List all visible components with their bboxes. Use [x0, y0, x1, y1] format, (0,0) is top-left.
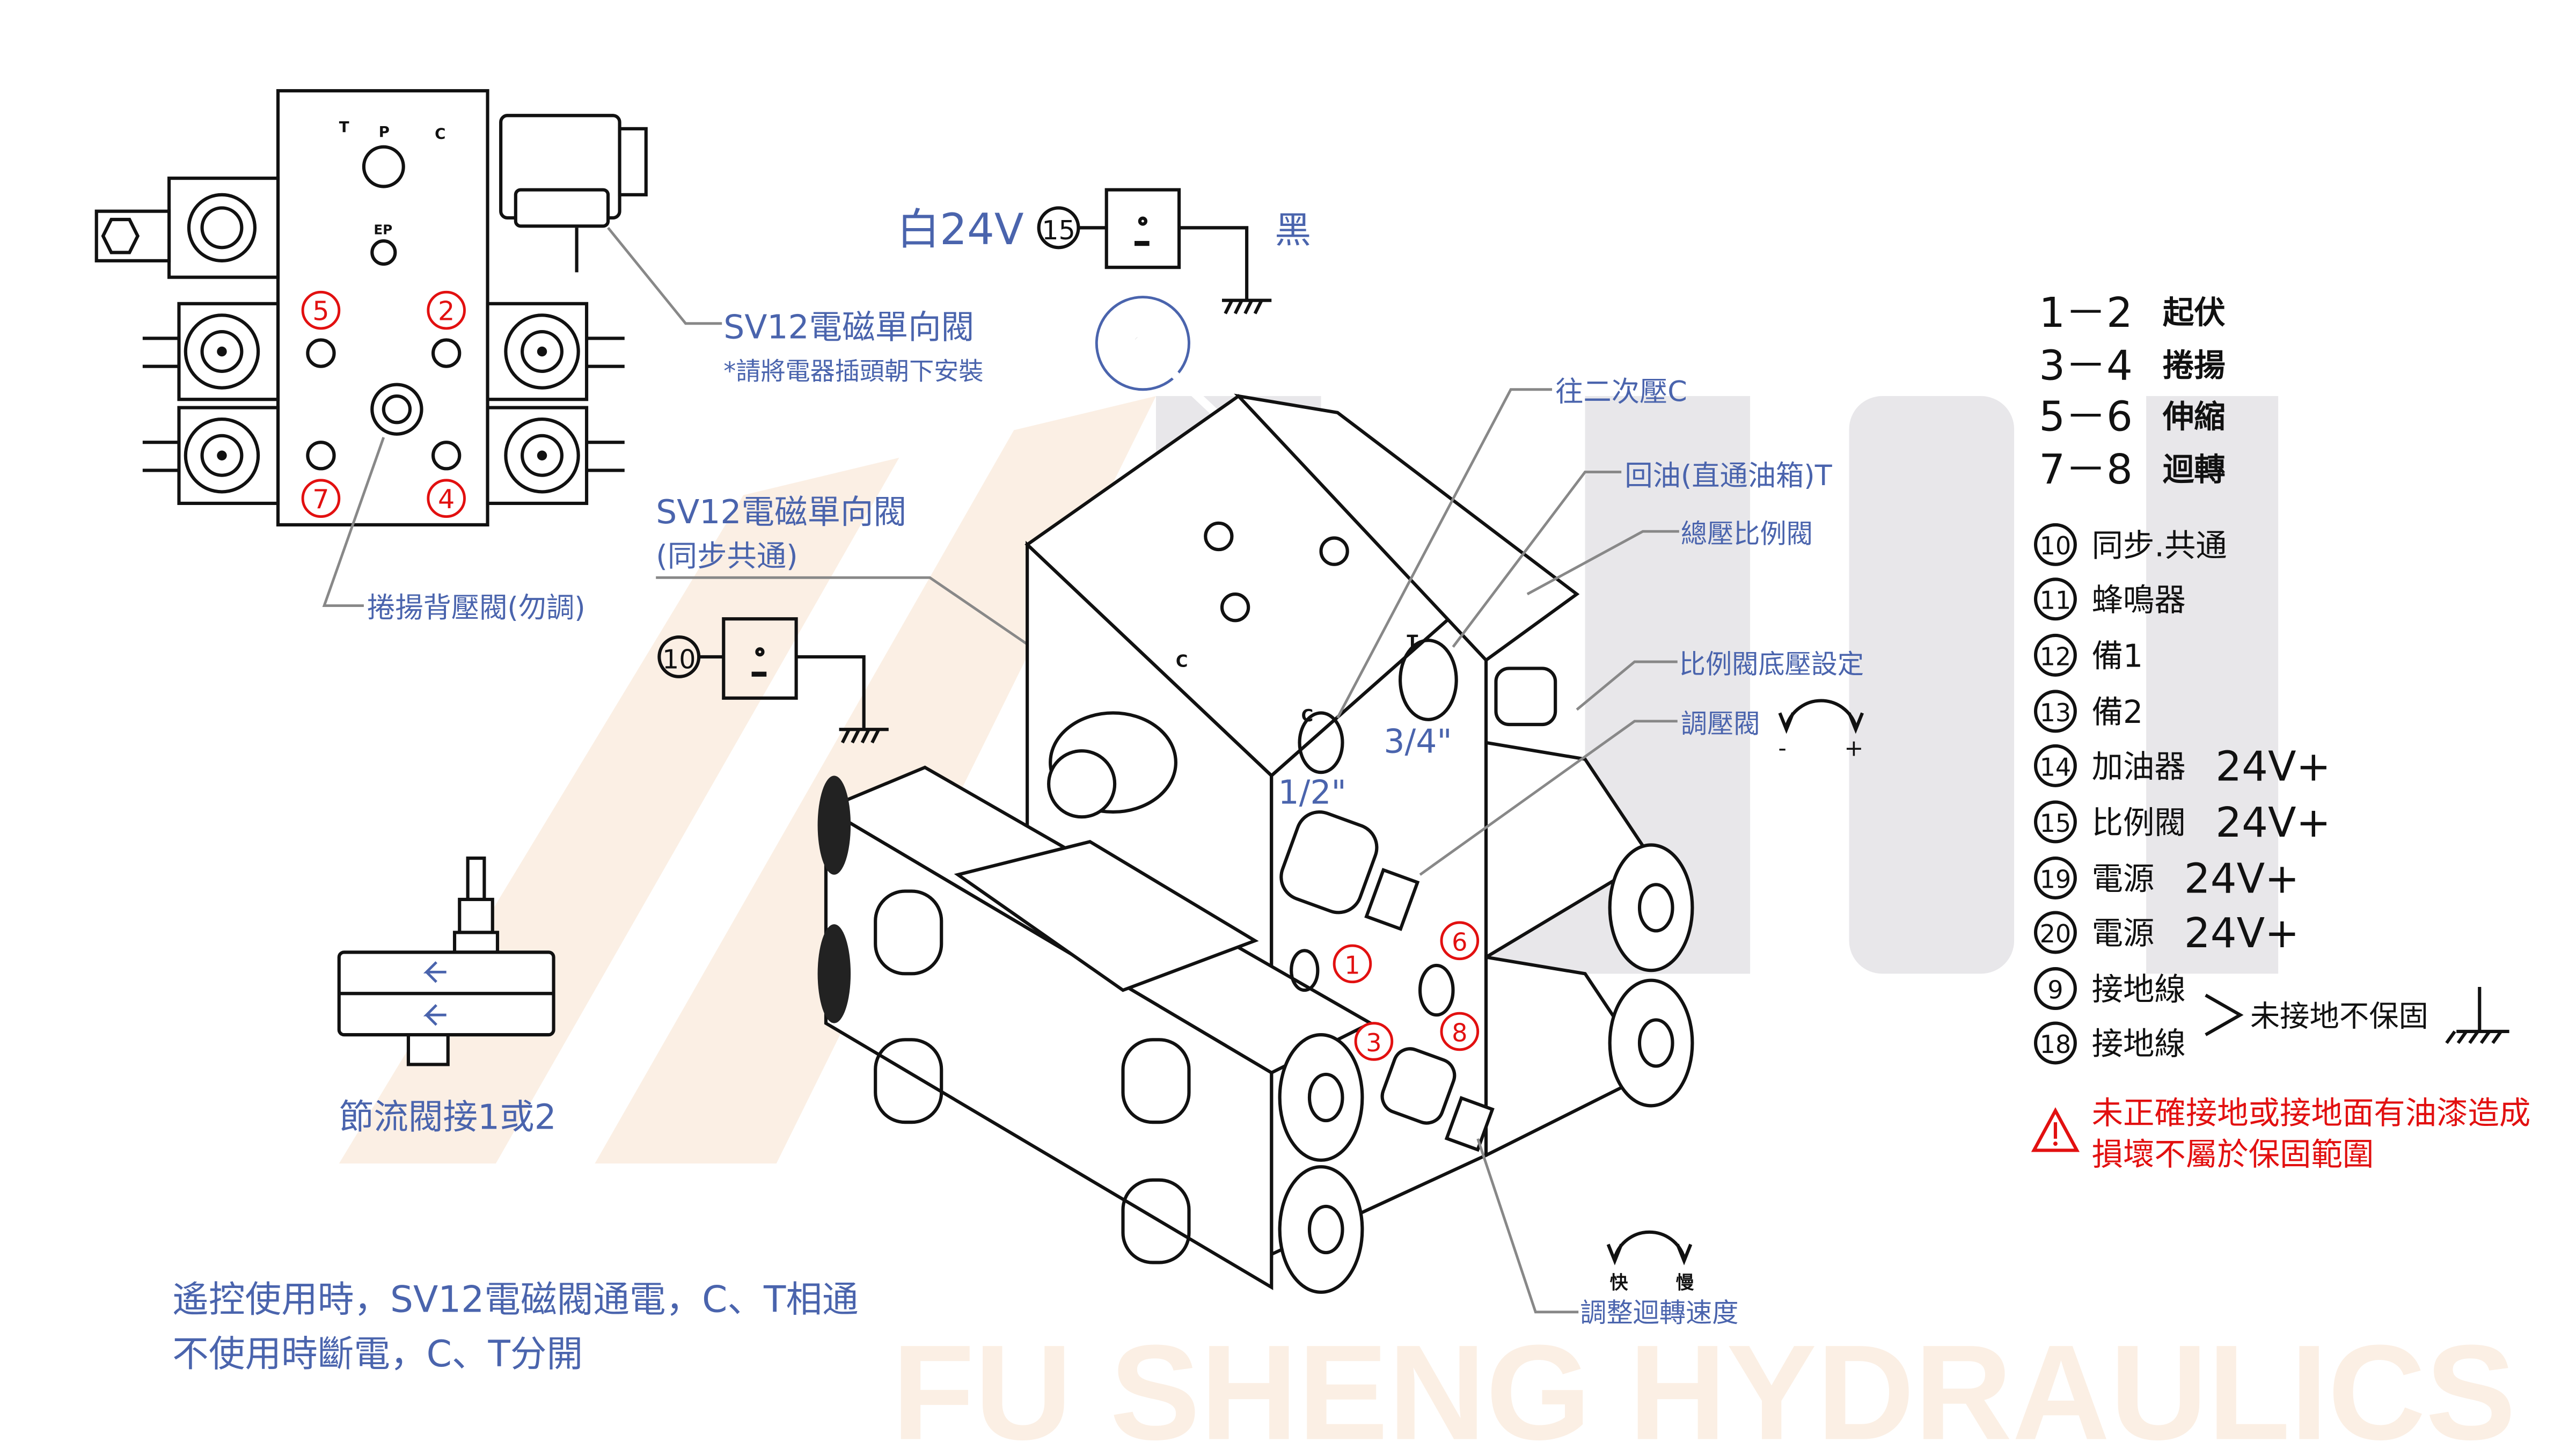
legend-item-number: 15	[2040, 809, 2072, 838]
warning-text-2: 損壞不屬於保固範圍	[2092, 1136, 2374, 1173]
block-port-c: C	[1301, 706, 1314, 726]
throttle-valve	[337, 857, 555, 1066]
legend-pair: 1－2	[2039, 289, 2133, 337]
slow-label: 慢	[1676, 1272, 1694, 1293]
return-oil-label: 回油(直通油箱)T	[1624, 459, 1832, 492]
block-circled-3: 3	[1366, 1028, 1381, 1057]
sv12-install-note: *請將電器插頭朝下安裝	[723, 356, 983, 385]
legend-item-voltage: 24V+	[2215, 743, 2331, 791]
port-c-letter: C	[435, 125, 445, 142]
block-circled-1: 1	[1344, 950, 1360, 979]
legend-pair-label: 捲揚	[2163, 347, 2226, 384]
flow-arrow-icon	[423, 961, 447, 983]
top-circled-2: 2	[438, 296, 455, 327]
legend-item-label: 蜂鳴器	[2092, 582, 2186, 618]
legend-item-number: 19	[2040, 865, 2072, 894]
block-port-c-side: C	[1176, 652, 1188, 671]
top-circled-5: 5	[312, 296, 329, 327]
sv12-check-valve-label: SV12電磁單向閥	[723, 308, 974, 346]
legend-item-number: 10	[2040, 531, 2072, 560]
total-proportional-valve-label: 總壓比例閥	[1681, 518, 1813, 550]
fast-label: 快	[1610, 1272, 1628, 1293]
legend-item-number: 11	[2040, 586, 2072, 615]
plus-label: +	[1844, 735, 1863, 762]
sv12-sync-label-2: (同步共通)	[656, 539, 798, 574]
top-circled-7: 7	[312, 484, 329, 515]
legend-item-number: 12	[2040, 642, 2072, 671]
sv12-sync-label-1: SV12電磁單向閥	[656, 493, 906, 531]
legend-item-voltage: 24V+	[2215, 799, 2331, 847]
black-wire-label: 黑	[1275, 209, 1311, 251]
white-24v-label: 白24V	[897, 204, 1024, 254]
size-half-label: 1/2"	[1278, 773, 1346, 812]
bottom-note-line1: 遙控使用時，SV12電磁閥通電，C、T相通	[172, 1278, 858, 1321]
legend-pair: 5－6	[2039, 393, 2133, 441]
legend-ground-label: 接地線	[2092, 971, 2186, 1008]
schematic-10: 10	[657, 617, 889, 744]
legend-ground-number: 18	[2040, 1030, 2072, 1059]
schematic-15: 白24V 15 黑	[897, 188, 1311, 314]
speed-arrow-icon	[1613, 1230, 1686, 1258]
coil	[142, 302, 625, 506]
legend-item-label: 比例閥	[2092, 804, 2186, 841]
proportional-base-pressure-label: 比例閥底壓設定	[1679, 649, 1864, 680]
legend-pair: 7－8	[2039, 446, 2133, 494]
legend-pair-label: 起伏	[2163, 295, 2226, 331]
legend-ground-number: 9	[2047, 975, 2063, 1004]
block-circled-8: 8	[1452, 1018, 1467, 1047]
legend-item-label: 加油器	[2092, 748, 2186, 785]
speed-adjust-label: 調整迴轉速度	[1580, 1297, 1738, 1328]
warning-text-1: 未正確接地或接地面有油漆造成	[2092, 1095, 2531, 1131]
minus-label: -	[1778, 735, 1787, 762]
legend-pair-label: 迴轉	[2163, 451, 2226, 488]
block-circled-6: 6	[1452, 927, 1467, 956]
port-ep-letter: EP	[374, 222, 392, 238]
legend-item-voltage: 24V+	[2184, 910, 2300, 957]
to-secondary-pressure-label: 往二次壓C	[1555, 375, 1687, 408]
port-t-letter: T	[339, 118, 349, 136]
regulator-valve-label: 調壓閥	[1681, 708, 1760, 739]
schematic-10-number: 10	[662, 643, 696, 675]
legend-item-label: 電源	[2092, 915, 2155, 952]
adjust-arrow-icon	[1784, 699, 1857, 727]
warning-icon	[2031, 1107, 2080, 1152]
bottom-note-line2: 不使用時斷電，C、T分開	[172, 1333, 583, 1375]
legend-pair-label: 伸縮	[2162, 398, 2226, 435]
block-port-t: T	[1407, 632, 1418, 651]
legend-item-label: 電源	[2092, 861, 2155, 897]
backpressure-valve-label: 捲揚背壓閥(勿調)	[367, 591, 586, 624]
legend-item-number: 14	[2040, 752, 2072, 781]
flow-arrow-icon	[423, 1004, 447, 1026]
port-p-letter: P	[379, 123, 390, 141]
legend-pair: 3－4	[2039, 342, 2133, 390]
legend-item-number: 13	[2040, 698, 2072, 727]
no-ground-no-warranty: 未接地不保固	[2250, 1000, 2428, 1034]
size-three-quarter-label: 3/4"	[1384, 722, 1452, 760]
legend-item-label: 備2	[2092, 694, 2143, 730]
schematic-15-number: 15	[1042, 215, 1075, 246]
legend-item-label: 備1	[2092, 638, 2143, 674]
legend-ground-label: 接地線	[2092, 1026, 2186, 1062]
watermark-text: FU SHENG HYDRAULICS	[892, 1318, 2516, 1449]
legend-item-number: 20	[2040, 919, 2072, 948]
legend-item-voltage: 24V+	[2184, 855, 2300, 903]
legend-item-label: 同步.共通	[2092, 527, 2227, 564]
top-circled-4: 4	[438, 484, 455, 515]
legend: 1－2 起伏 3－4 捲揚 5－6 伸縮 7－8 迴轉 10 同步.共通 11 …	[2031, 289, 2531, 1173]
top-view-valve: T P C EP 5 2 7 4 捲揚背壓閥(勿調)	[94, 89, 648, 624]
throttle-label: 節流閥接1或2	[339, 1097, 557, 1137]
